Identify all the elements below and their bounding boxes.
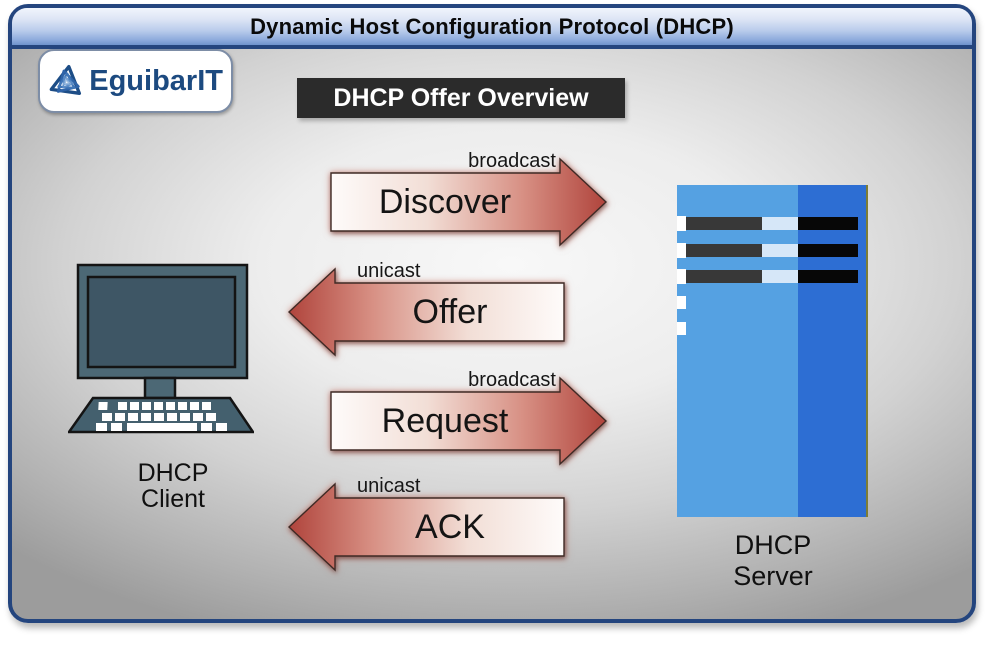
arrow-ack: unicast ACK [287,475,565,572]
arrow-discover: broadcast Discover [330,150,608,247]
dhcp-client-label-line2: Client [141,485,205,513]
arrow-ack-cast-label: unicast [357,475,421,497]
title-bar: Dynamic Host Configuration Protocol (DHC… [12,8,972,49]
eguibarit-logo: EguibarIT [38,49,233,113]
arrow-ack-label: ACK [415,507,485,546]
dhcp-client-label: DHCP Client [103,460,243,512]
dhcp-server-icon [677,185,868,517]
right-arrow-icon [330,376,608,466]
logo-swirl-icon [49,64,82,95]
logo-wordmark: EguibarIT [89,65,223,98]
right-arrow-icon [330,157,608,247]
arrow-discover-label: Discover [378,182,512,221]
dhcp-diagram-panel: Dynamic Host Configuration Protocol (DHC… [8,4,976,623]
page-title: Dynamic Host Configuration Protocol (DHC… [250,13,734,39]
left-arrow-icon [287,267,565,357]
dhcp-client-label-line1: DHCP [137,459,209,487]
arrow-offer-cast-label: unicast [357,260,421,282]
arrow-discover-cast-label: broadcast [468,150,556,172]
arrow-request-cast-label: broadcast [468,369,556,391]
logo-brand: Eguibar [89,64,198,97]
server-tower-icon [677,185,868,517]
computer-monitor-icon [66,263,256,434]
logo-brand-suffix: IT [197,64,223,97]
subtitle-label: DHCP Offer Overview [333,83,589,112]
dhcp-server-label: DHCP Server [693,530,853,592]
arrow-offer-label: Offer [412,292,488,331]
arrow-request-label: Request [381,401,509,440]
subtitle-box: DHCP Offer Overview [297,78,625,118]
dhcp-server-label-line1: DHCP [734,530,812,560]
dhcp-client-icon [66,262,256,434]
dhcp-server-label-line2: Server [733,561,813,591]
arrow-offer: unicast Offer [287,260,565,357]
arrow-request: broadcast Request [330,369,608,466]
left-arrow-icon [287,482,565,572]
